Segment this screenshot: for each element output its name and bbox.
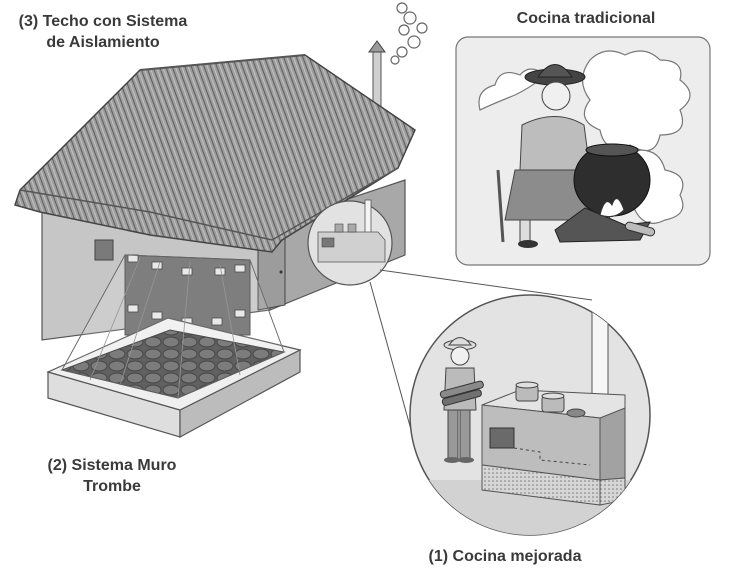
trombe-greenhouse: [46, 254, 302, 439]
firewood-icon: [554, 198, 656, 243]
stove-detail-small-circle: [307, 199, 393, 286]
trombe-wall-label: (2) Sistema Muro Trombe: [22, 455, 202, 497]
thatched-roof: [14, 54, 416, 253]
trombe-wall-panel: [124, 254, 251, 336]
trombe-label-line-2: Trombe: [83, 478, 141, 495]
firewood-icon: [439, 380, 484, 406]
roof-insulation-label: (3) Techo con Sistema de Aislamiento: [8, 11, 198, 53]
improved-stove-detail: [409, 294, 651, 536]
roof-label-line-2: de Aislamiento: [46, 34, 160, 51]
traditional-stove-label: Cocina tradicional: [516, 10, 656, 27]
roof-label-line-1: (3) Techo con Sistema: [18, 13, 188, 30]
smoke-icon: [390, 2, 428, 65]
traditional-stove-panel: [455, 36, 711, 266]
improved-stove-label: (1) Cocina mejorada: [428, 548, 582, 565]
cooking-pot-icon: [515, 381, 586, 418]
trombe-label-line-1: (2) Sistema Muro: [47, 457, 177, 474]
